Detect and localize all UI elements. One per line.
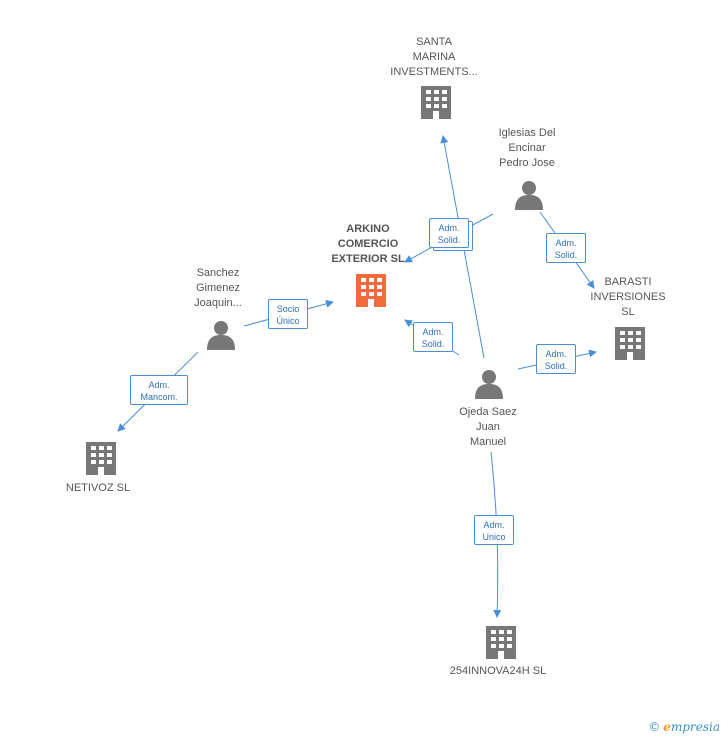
- building-icon: [86, 442, 116, 475]
- node-label-sanchez: Sanchez Gimenez Joaquin...: [170, 266, 266, 311]
- node-label-line: Juan: [476, 421, 500, 433]
- node-label-line: COMERCIO: [337, 238, 399, 250]
- node-label-barasti: BARASTI INVERSIONES SL: [580, 275, 676, 320]
- edge-label-line: Solid.: [437, 235, 461, 245]
- edge-label-iglesias-barasti[interactable]: Adm. Solid.: [546, 233, 586, 263]
- node-label-iglesias: Iglesias Del Encinar Pedro Jose: [479, 126, 575, 171]
- node-label-line: Gimenez: [195, 282, 241, 294]
- node-label-line: SANTA: [416, 36, 452, 48]
- edge-label-sanchez-netivoz[interactable]: Adm. Mancom.: [130, 375, 188, 405]
- node-label-ojeda: Ojeda Saez Juan Manuel: [440, 405, 536, 450]
- edge-label-line: Adm.: [545, 349, 567, 359]
- brand-name: mpresia: [670, 720, 720, 734]
- node-label-line: 254INNOVA24H SL: [449, 665, 547, 677]
- edge-label-iglesias-arkino[interactable]: Adm. Solid.: [429, 218, 469, 248]
- edge-label-line: Unico: [482, 532, 506, 542]
- edge-label-ojeda-barasti[interactable]: Adm. Solid.: [536, 344, 576, 374]
- node-label-line: INVESTMENTS...: [390, 66, 478, 78]
- node-label-line: MARINA: [412, 51, 456, 63]
- edge-label-line: Adm.: [438, 223, 460, 233]
- node-label-line: Encinar: [508, 142, 546, 154]
- empresia-brand[interactable]: ©empresia: [648, 720, 720, 734]
- edge-label-line: Solid.: [554, 250, 578, 260]
- person-icon: [515, 181, 543, 210]
- edge-label-line: Adm.: [422, 327, 444, 337]
- edge-label-line: Adm.: [483, 520, 505, 530]
- brand-logo-e: e: [663, 720, 671, 734]
- node-label-line: INVERSIONES: [590, 291, 666, 303]
- node-label-line: Sanchez: [196, 267, 240, 279]
- edge-label-line: Mancom.: [140, 392, 178, 402]
- edge-label-line: Socio: [276, 304, 300, 314]
- node-label-line: BARASTI: [604, 276, 652, 288]
- edge-label-line: Solid.: [421, 339, 445, 349]
- building-icon: [421, 86, 451, 119]
- person-icon: [475, 370, 503, 399]
- node-label-line: Iglesias Del: [498, 127, 556, 139]
- edge-label-line: Solid.: [544, 361, 568, 371]
- copyright-symbol: ©: [648, 720, 661, 734]
- node-label-line: Joaquin...: [194, 297, 242, 309]
- node-label-arkino: ARKINO COMERCIO EXTERIOR SL: [320, 222, 416, 267]
- edge-label-ojeda-arkino[interactable]: Adm. Solid.: [413, 322, 453, 352]
- building-icon: [486, 626, 516, 659]
- edge-label-ojeda-innova[interactable]: Adm. Unico: [474, 515, 514, 545]
- node-label-line: ARKINO: [346, 223, 390, 235]
- building-icon: [615, 327, 645, 360]
- node-label-line: Pedro Jose: [499, 157, 555, 169]
- node-label-innova: 254INNOVA24H SL: [440, 664, 556, 679]
- node-label-line: Ojeda Saez: [459, 406, 517, 418]
- edge-label-sanchez-arkino[interactable]: Socio Único: [268, 299, 308, 329]
- node-label-netivoz: NETIVOZ SL: [50, 481, 146, 496]
- edge-label-line: Único: [276, 316, 300, 326]
- node-label-line: Manuel: [469, 436, 507, 448]
- node-label-line: SL: [621, 306, 635, 318]
- node-label-santa-marina: SANTA MARINA INVESTMENTS...: [386, 35, 482, 80]
- edge-label-line: Adm.: [555, 238, 577, 248]
- person-icon: [207, 321, 235, 350]
- edge-label-line: Adm.: [148, 380, 170, 390]
- node-label-line: EXTERIOR SL: [331, 253, 405, 265]
- node-label-line: NETIVOZ SL: [65, 482, 131, 494]
- building-icon-highlight: [356, 274, 386, 307]
